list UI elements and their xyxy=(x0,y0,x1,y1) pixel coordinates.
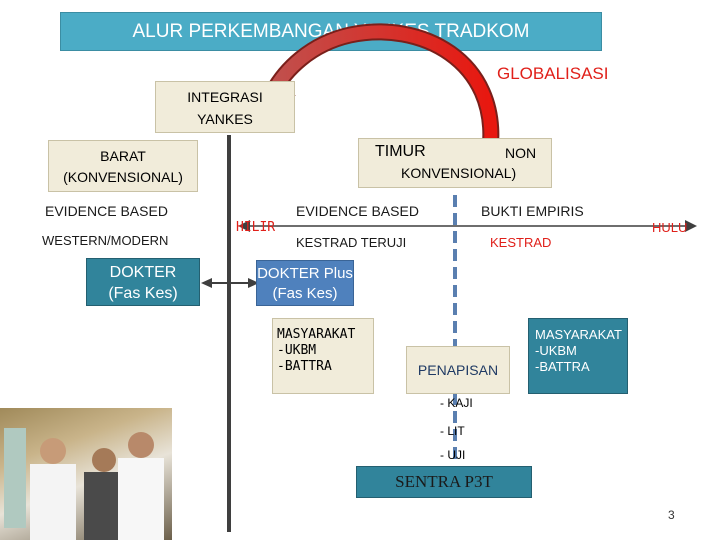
kestrad-label: KESTRAD xyxy=(490,235,552,250)
western-modern-label: WESTERN/MODERN xyxy=(42,233,169,248)
integrasi-yankes-box: INTEGRASI YANKES xyxy=(155,81,295,133)
timur-box: TIMUR NON KONVENSIONAL) xyxy=(358,138,552,188)
dokter-plus-box: DOKTER Plus (Fas Kes) xyxy=(256,260,354,306)
sentra-p3t-box: SENTRA P3T xyxy=(356,466,532,498)
masyarakat-left-box: MASYARAKAT -UKBM -BATTRA xyxy=(272,318,374,394)
step-uji: - UJI xyxy=(440,448,466,462)
masyarakat-left-line2: -UKBM xyxy=(277,343,317,358)
penapisan-box: PENAPISAN xyxy=(406,346,510,394)
kestrad-teruji-label: KESTRAD TERUJI xyxy=(296,235,407,250)
masyarakat-right-line1: MASYARAKAT xyxy=(535,327,622,342)
barat-line2: (KONVENSIONAL) xyxy=(63,169,183,185)
timur-label: TIMUR xyxy=(375,143,426,160)
group-photo xyxy=(0,408,172,540)
integrasi-line1: INTEGRASI xyxy=(187,89,263,105)
masyarakat-left-line3: -BATTRA xyxy=(277,359,332,374)
dokter-plus-line2: (Fas Kes) xyxy=(272,285,338,302)
dokter-line2: (Fas Kes) xyxy=(108,285,178,302)
barat-line1: BARAT xyxy=(100,148,146,164)
diagram-title: ALUR PERKEMBANGAN YANKES TRADKOM xyxy=(60,12,602,51)
globalisasi-label: GLOBALISASI xyxy=(497,64,609,83)
masyarakat-right-line2: -UKBM xyxy=(535,343,577,358)
step-kaji: - KAJI xyxy=(440,396,473,410)
page-number: 3 xyxy=(668,508,675,522)
hulu-label: HULU xyxy=(652,220,688,235)
non-label: NON xyxy=(505,145,537,161)
dokter-box: DOKTER (Fas Kes) xyxy=(86,258,200,306)
step-lit: - LIT xyxy=(440,424,465,438)
masyarakat-right-box: MASYARAKAT -UKBM -BATTRA xyxy=(528,318,628,394)
middle-evidence-based: EVIDENCE BASED xyxy=(296,203,419,219)
left-evidence-based: EVIDENCE BASED xyxy=(45,203,168,219)
masyarakat-right-line3: -BATTRA xyxy=(535,359,590,374)
barat-box: BARAT (KONVENSIONAL) xyxy=(48,140,198,192)
dokter-line1: DOKTER xyxy=(109,264,177,281)
bukti-empiris-label: BUKTI EMPIRIS xyxy=(481,203,584,219)
timur-line2: KONVENSIONAL) xyxy=(401,165,517,181)
dokter-plus-line1: DOKTER Plus xyxy=(257,265,353,282)
masyarakat-left-line1: MASYARAKAT xyxy=(277,327,356,342)
hilir-label: HILIR xyxy=(236,220,276,235)
integrasi-line2: YANKES xyxy=(197,111,253,127)
